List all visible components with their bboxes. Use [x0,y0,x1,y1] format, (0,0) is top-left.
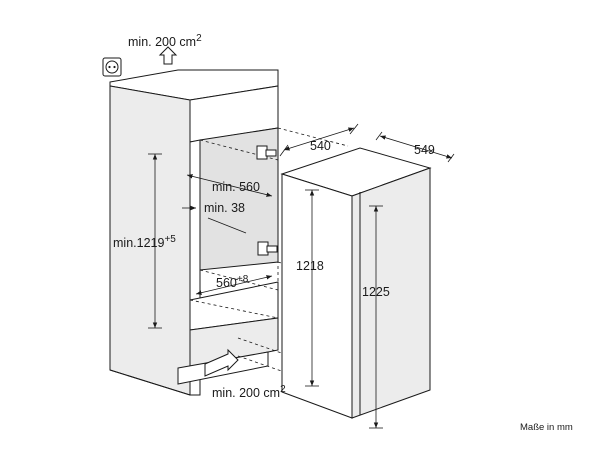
niche-width-label: 560+8 [216,274,249,290]
top-vent-label: min. 200 cm2 [128,33,202,49]
niche-height-label: min.1219+5 [113,234,176,250]
dimension-door-height [369,205,383,429]
door-height-label: 1225 [362,285,390,299]
dimension-appliance-width [279,123,359,157]
power-socket-icon [102,57,122,77]
cabinet [109,69,279,396]
dimension-appliance-depth [375,131,455,163]
bottom-vent-label: min. 200 cm2 [212,384,286,400]
units-note: Maße in mm [520,422,573,433]
gap-label: min. 38 [204,201,245,215]
dimension-niche-width [195,275,273,295]
appliance-width-label: 540 [310,139,331,153]
dimension-niche-depth [186,174,273,197]
appliance-side [351,167,431,419]
hinge-top [256,145,277,160]
appliance [280,147,432,419]
dimension-appliance-height [305,189,319,387]
dimension-niche-height [148,153,162,329]
appliance-height-label: 1218 [296,259,324,273]
dimension-gap [182,205,247,234]
appliance-depth-label: 549 [414,143,435,157]
hinge-bottom [257,241,278,256]
arrow-in-icon [204,348,239,377]
appliance-front [281,173,353,419]
arrow-up-icon [158,46,178,65]
niche-depth-label: min. 560 [212,180,260,194]
